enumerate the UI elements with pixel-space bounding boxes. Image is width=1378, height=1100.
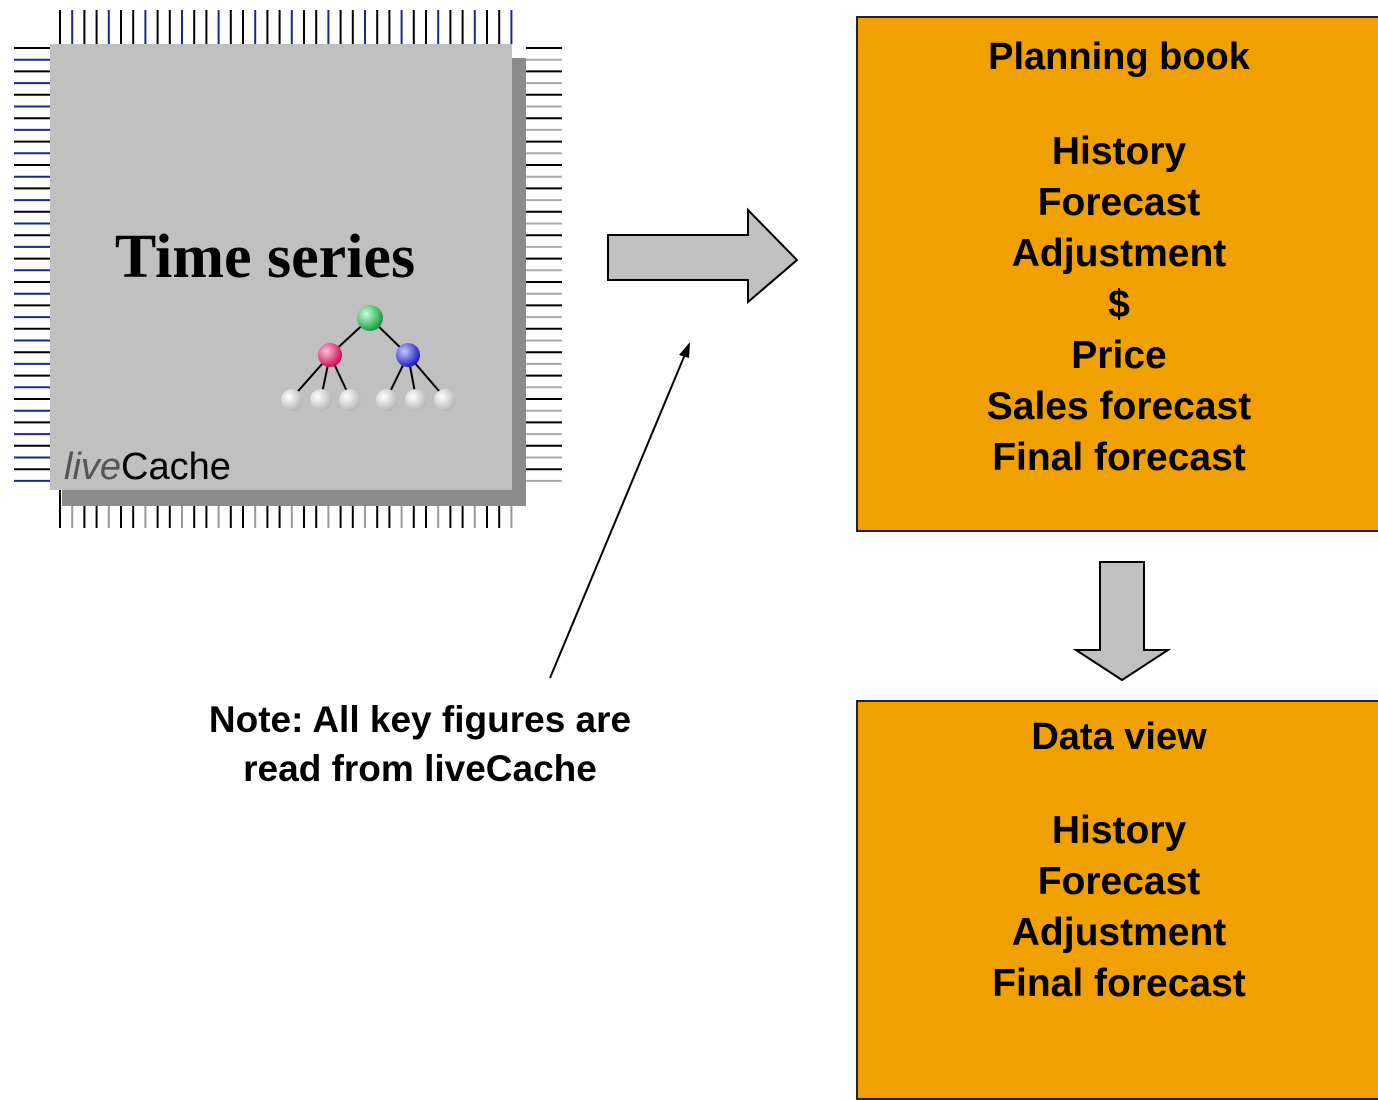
data-view-title: Data view	[1031, 716, 1207, 758]
tree-root-node	[357, 305, 383, 331]
planning-book-title: Planning book	[988, 36, 1250, 78]
data-view-item: Final forecast	[992, 962, 1246, 1005]
planning-book-item: Forecast	[1037, 181, 1201, 224]
livecache-chip	[50, 44, 512, 490]
right-block-arrow	[607, 207, 799, 305]
tree-right-node	[396, 343, 420, 367]
livecache-label-rest: Cache	[121, 446, 231, 488]
chip-title: Time series	[114, 223, 416, 291]
tree-leaf-nodes	[281, 389, 456, 411]
chip-pins-right	[526, 47, 562, 482]
data-view-box: Data view History Forecast Adjustment Fi…	[856, 700, 1378, 1100]
planning-book-box: Planning book History Forecast Adjustmen…	[856, 16, 1378, 532]
data-view-item: History	[1051, 809, 1187, 852]
livecache-label: liveCache	[64, 446, 231, 489]
note-line-1: Note: All key figures are	[208, 699, 632, 740]
chip-pins-top	[59, 10, 513, 44]
planning-book-item: History	[1051, 130, 1187, 173]
planning-book-item: Adjustment	[1011, 232, 1227, 275]
note-text: Note: All key figures are read from live…	[150, 695, 690, 793]
data-view-item: Forecast	[1037, 860, 1201, 903]
planning-book-item: Price	[1071, 334, 1167, 377]
chip-pins-left	[14, 47, 50, 482]
planning-book-item: $	[1108, 283, 1130, 326]
livecache-label-italic: live	[64, 446, 122, 488]
planning-book-item: Sales forecast	[986, 385, 1252, 428]
planning-book-item: Final forecast	[992, 436, 1246, 479]
data-view-item: Adjustment	[1011, 911, 1227, 954]
note-pointer-arrow	[549, 342, 690, 679]
tree-left-node	[318, 343, 342, 367]
note-line-2: read from liveCache	[243, 748, 597, 789]
down-block-arrow	[1072, 561, 1172, 682]
